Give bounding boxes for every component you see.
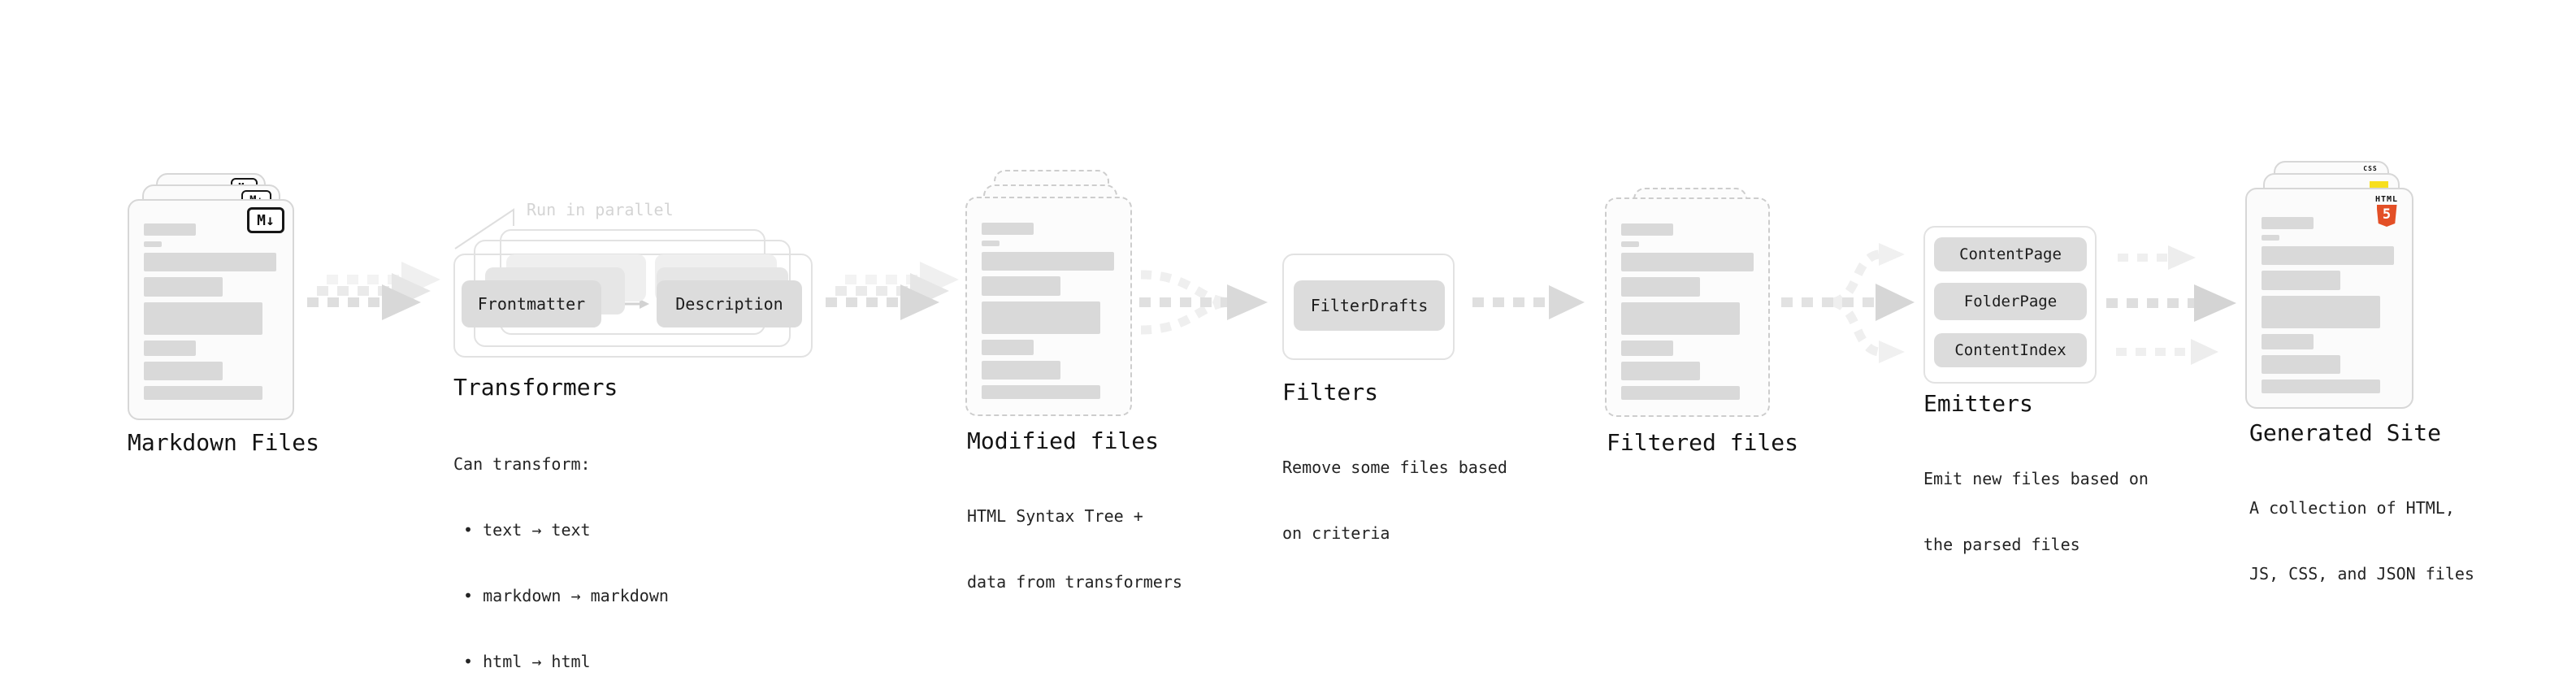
skeleton-bar — [2262, 334, 2314, 349]
skeleton-bar — [2262, 355, 2340, 374]
filtered-files-label: Filtered files — [1607, 429, 1799, 456]
skeleton-bar — [2262, 246, 2394, 265]
run-in-parallel-annotation: Run in parallel — [527, 200, 674, 219]
skeleton-bar — [144, 223, 196, 236]
skeleton-bar — [2262, 271, 2340, 290]
skeleton-bar — [2262, 296, 2380, 328]
emitters-description: Emit new files based on the parsed files — [1923, 424, 2149, 600]
contentindex-button: ContentIndex — [1934, 333, 2087, 367]
skeleton-bar — [982, 241, 1000, 246]
flow-arrow-diverge — [1781, 243, 1915, 363]
skeleton-bar — [144, 277, 223, 297]
skeleton-bar — [144, 302, 262, 335]
folderpage-button: FolderPage — [1934, 283, 2087, 320]
css-icon-text: CSS — [2363, 165, 2378, 172]
description-line: the parsed files — [1923, 535, 2080, 554]
skeleton-bar — [1621, 253, 1754, 271]
description-line: A collection of HTML, — [2249, 498, 2455, 518]
skeleton-bar — [2262, 235, 2279, 241]
file-content-skeleton — [144, 223, 278, 400]
skeleton-bar — [1621, 241, 1639, 247]
frontmatter-button: Frontmatter — [462, 280, 601, 327]
html5-icon-text: HTML — [2374, 195, 2399, 204]
filtered-file-card-front — [1605, 197, 1770, 417]
skeleton-bar — [1621, 386, 1740, 400]
modified-file-card-front — [965, 197, 1132, 416]
annotation-leader-line — [454, 208, 514, 249]
flow-arrow-middle — [2106, 284, 2236, 322]
description-line: Emit new files based on — [1923, 469, 2149, 488]
skeleton-bar — [2262, 380, 2380, 393]
skeleton-bar — [1621, 302, 1740, 335]
skeleton-bar — [1621, 362, 1700, 380]
flow-arrow-stacked — [826, 262, 959, 320]
skeleton-bar — [982, 301, 1100, 334]
flow-arrow-stacked — [307, 262, 440, 320]
emitters-label: Emitters — [1923, 390, 2033, 417]
skeleton-bar — [144, 340, 196, 356]
flow-arrow-converge — [1139, 270, 1268, 335]
site-file-card-html: HTML 5 — [2245, 188, 2413, 409]
description-line: on criteria — [1282, 523, 1390, 543]
file-content-skeleton — [2262, 217, 2397, 393]
markdown-file-card-front: M↓ — [128, 199, 294, 420]
flow-arrow-bottom — [2116, 339, 2218, 365]
modified-files-description: HTML Syntax Tree + data from transformer… — [967, 462, 1182, 637]
filters-label: Filters — [1282, 379, 1379, 406]
skeleton-bar — [982, 385, 1100, 399]
skeleton-bar — [144, 386, 262, 400]
contentpage-button: ContentPage — [1934, 237, 2087, 271]
filterdrafts-button: FilterDrafts — [1294, 280, 1445, 331]
markdown-files-label: Markdown Files — [128, 429, 320, 456]
generated-site-label: Generated Site — [2249, 419, 2442, 446]
description-line: Can transform: — [453, 454, 591, 474]
skeleton-bar — [144, 241, 162, 247]
flow-arrow-top — [2118, 245, 2196, 270]
skeleton-bar — [1621, 223, 1673, 236]
description-line: HTML Syntax Tree + — [967, 506, 1143, 526]
skeleton-bar — [982, 252, 1114, 271]
description-line: data from transformers — [967, 572, 1182, 592]
description-line: Remove some files based — [1282, 458, 1507, 477]
transformers-description: Can transform: • text → text • markdown … — [453, 410, 669, 681]
skeleton-bar — [144, 253, 276, 271]
file-content-skeleton — [982, 223, 1116, 399]
modified-files-label: Modified files — [967, 427, 1160, 454]
transformers-label: Transformers — [453, 374, 618, 401]
skeleton-bar — [144, 362, 223, 380]
description-line: • markdown → markdown — [453, 586, 669, 605]
html5-icon: HTML 5 — [2372, 195, 2401, 227]
description-button: Description — [657, 280, 802, 327]
description-line: • text → text — [453, 520, 591, 540]
skeleton-bar — [982, 340, 1034, 355]
generated-site-description: A collection of HTML, JS, CSS, and JSON … — [2249, 453, 2474, 629]
skeleton-bar — [2262, 217, 2314, 229]
skeleton-bar — [1621, 277, 1700, 297]
markdown-icon: M↓ — [247, 207, 284, 233]
skeleton-bar — [982, 361, 1060, 380]
skeleton-bar — [982, 276, 1060, 296]
description-line: JS, CSS, and JSON files — [2249, 564, 2474, 583]
html5-icon-shield: 5 — [2376, 205, 2397, 227]
skeleton-bar — [1621, 340, 1673, 356]
flow-arrow-single — [1472, 285, 1585, 319]
javascript-icon — [2370, 181, 2388, 190]
description-line: • html → html — [453, 652, 591, 671]
skeleton-bar — [982, 223, 1034, 235]
filters-description: Remove some files based on criteria — [1282, 413, 1507, 588]
file-content-skeleton — [1621, 223, 1754, 400]
